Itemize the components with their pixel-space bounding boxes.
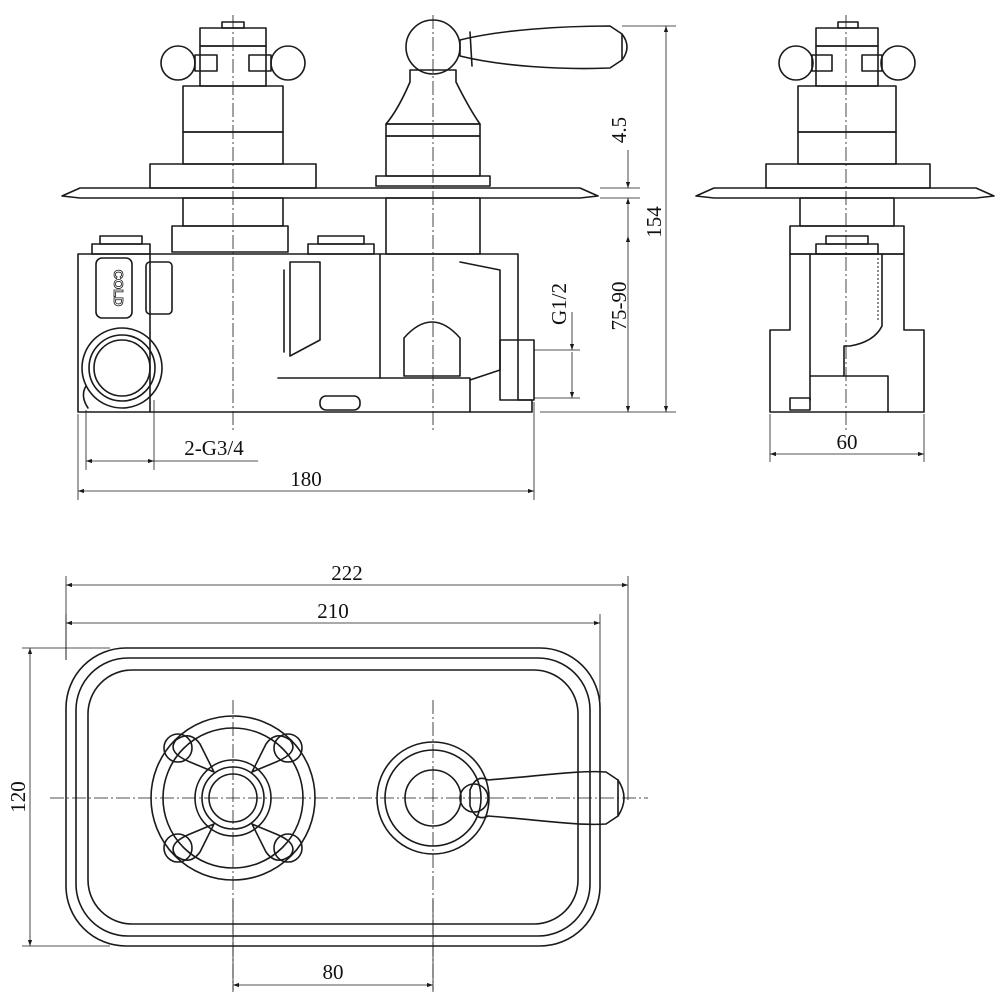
dim-plate-width-outer-label: 222	[331, 561, 363, 585]
dim-total-height: 154	[540, 25, 676, 413]
dim-plate-width-inner-label: 210	[317, 599, 349, 623]
dim-centre-distance-label: 80	[323, 960, 344, 984]
dim-outlet-thread-label: G1/2	[547, 283, 571, 325]
dim-side-depth-label: 60	[837, 430, 858, 454]
cover-plate-plan	[65, 647, 601, 947]
cold-marking: COLD	[111, 270, 126, 307]
valve-body-front: COLD	[77, 235, 535, 413]
cover-plate-front	[61, 163, 599, 199]
lever-handle-front	[375, 19, 628, 187]
dim-plate-height: 120	[6, 647, 110, 947]
dim-inlet-thread: 2-G3/4	[85, 400, 258, 470]
dim-total-height-label: 154	[642, 206, 666, 238]
dim-depth-range-label: 75-90	[607, 282, 631, 331]
inlet-port-front	[81, 327, 163, 409]
dim-outlet-thread: G1/2	[534, 283, 580, 399]
dim-centre-distance: 80	[232, 900, 434, 992]
dim-plate-thickness: 4.5	[600, 117, 640, 236]
side-elevation-view: 60	[695, 15, 995, 462]
valve-body-side	[769, 253, 925, 413]
dim-plate-height-label: 120	[6, 781, 30, 813]
dim-body-width-label: 180	[290, 467, 322, 491]
dim-body-width: 180	[77, 402, 535, 500]
dim-plate-width-inner: 210	[65, 599, 601, 700]
cross-handle-plan	[150, 715, 316, 881]
lever-handle-plan	[376, 741, 625, 855]
dim-plate-thickness-label: 4.5	[607, 117, 631, 143]
plan-view: 222 210 120 80	[6, 561, 648, 992]
cross-handle-side	[778, 21, 916, 165]
front-elevation-view: COLD 154 4.5	[61, 15, 676, 500]
dim-side-depth: 60	[769, 414, 925, 462]
dim-inlet-thread-label: 2-G3/4	[184, 436, 244, 460]
dim-depth-range: 75-90	[607, 236, 631, 412]
dim-plate-width-outer: 222	[65, 561, 629, 800]
